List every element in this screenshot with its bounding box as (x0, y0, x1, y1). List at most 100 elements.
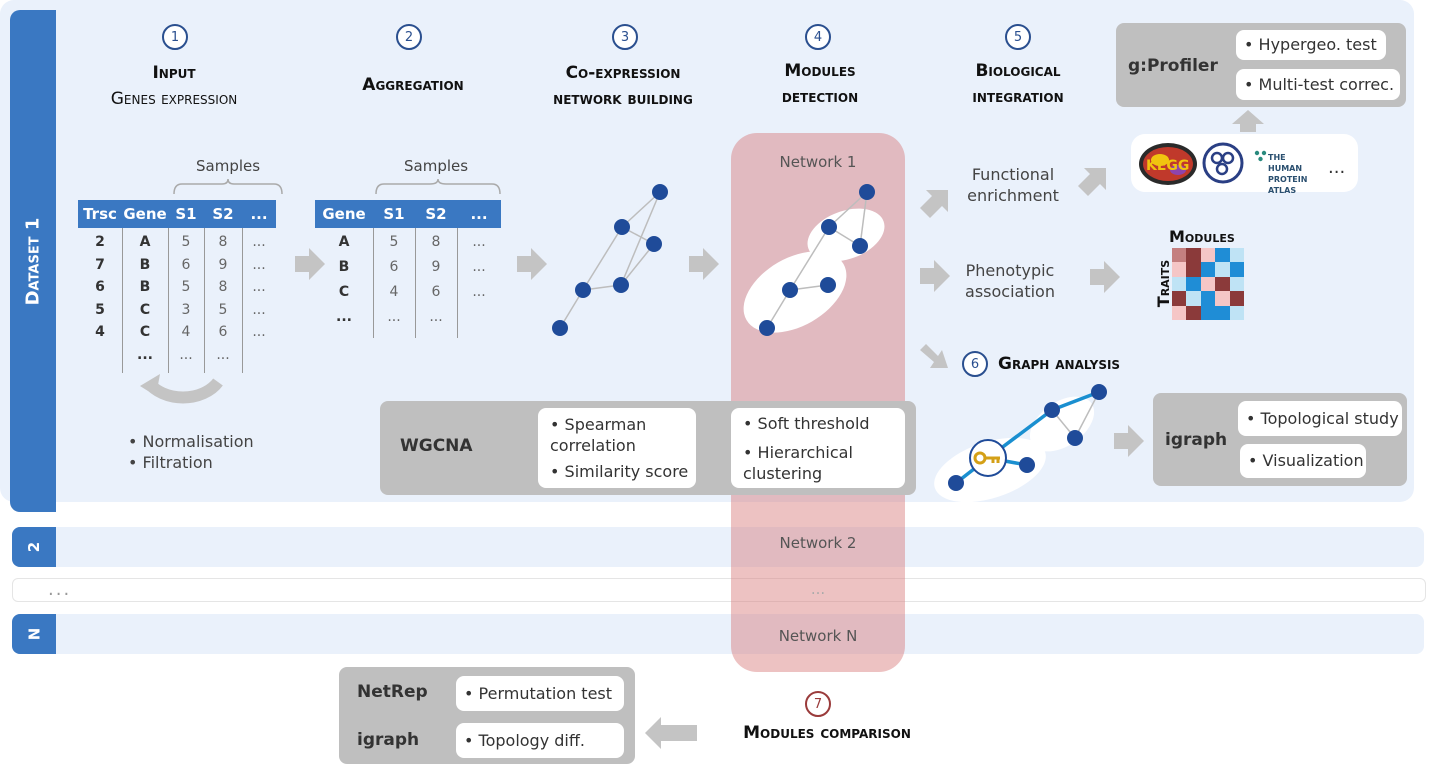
comparison-igraph-label: igraph (357, 730, 420, 750)
input-table-cell: ... (252, 234, 266, 250)
dataset-n-label: N (25, 627, 43, 641)
heatmap-cell (1215, 248, 1230, 263)
step-5-title-text: Biological (975, 61, 1061, 81)
agg-table-header-cell: ... (457, 200, 501, 228)
agg-table-cell: ... (472, 284, 486, 300)
agg-table-column-divider (457, 228, 458, 338)
agg-table-header-cell: S1 (373, 200, 415, 228)
agg-samples-brace (375, 178, 501, 195)
heatmap-cell (1229, 291, 1244, 306)
heatmap-cell (1172, 305, 1187, 320)
igraph-visualization-row: • Visualization (1248, 451, 1364, 470)
network-ellipsis: ... (810, 580, 826, 598)
heatmap-cell (1215, 276, 1230, 292)
network-1-label: Network 1 (779, 153, 857, 171)
wgcna-spearman-text: Spearman correlation (550, 415, 647, 455)
step-1-number: 1 (162, 24, 188, 50)
network-n-label: Network N (778, 627, 858, 645)
comparison-netrep-label: NetRep (357, 682, 428, 702)
heatmap-cell (1229, 248, 1244, 263)
step-7-title: Modules comparison (743, 723, 911, 743)
step-1-title: Input Genes expression (84, 60, 264, 112)
input-table-header-cell: S2 (204, 200, 242, 228)
agg-table-cell: ... (472, 234, 486, 250)
input-table-cell: 6 (181, 256, 191, 273)
step-1-title-text: Input (152, 63, 196, 83)
input-table-cell: 5 (181, 234, 191, 250)
gprofiler-label: g:Profiler (1128, 56, 1218, 76)
comparison-item-permutation: • Permutation test (456, 676, 624, 711)
agg-table-cell: ... (387, 309, 401, 325)
wgcna-hierarchical-text: Hierarchical clustering (743, 443, 853, 483)
input-table-header-cell: S1 (168, 200, 204, 228)
igraph-analysis-label: igraph (1165, 430, 1228, 450)
kegg-logo-icon: KEGG (1139, 143, 1197, 185)
igraph-item-visualization: • Visualization (1240, 444, 1366, 478)
dataset-n-label-bar: N (12, 614, 56, 654)
input-table-cell: 6 (218, 324, 228, 340)
input-table-cell: A (139, 234, 151, 250)
input-table-cell: 6 (95, 279, 105, 295)
input-table-cell: ... (252, 301, 266, 318)
input-table-header-cell: Gene (122, 200, 168, 228)
heatmap-cell (1186, 291, 1201, 306)
wgcna-item-similarity: • Similarity score (550, 462, 689, 481)
reactome-logo-icon (1202, 142, 1244, 184)
step-2-number: 2 (396, 24, 422, 50)
input-table-cell: ... (137, 346, 153, 363)
dataset-2-strip (12, 527, 1424, 567)
step-4-number: 4 (805, 24, 831, 50)
input-table-column-divider (168, 228, 169, 373)
dataset-ellipsis-strip (12, 578, 1426, 602)
agg-table-cell: 9 (431, 259, 441, 275)
gprofiler-hypergeo-row: • Hypergeo. test (1244, 35, 1377, 54)
dataset-n-strip (12, 614, 1424, 654)
step-3-title-text: Co-expression (565, 63, 681, 83)
heatmap-cell (1186, 248, 1201, 263)
arrow-agg-to-network-icon (517, 248, 547, 280)
step-4-title-text: Modules (784, 61, 856, 81)
gprofiler-hypergeo-text: Hypergeo. test (1258, 35, 1377, 54)
agg-table-column-divider (415, 228, 416, 338)
arrow-to-igraph-icon (1114, 425, 1144, 457)
heatmap-cell (1229, 276, 1244, 292)
agg-table-column-divider (373, 228, 374, 338)
step-4-title: Modules detection (740, 58, 900, 110)
comparison-permutation-text: Permutation test (478, 684, 613, 703)
step-6-number: 6 (962, 351, 988, 377)
heatmap-cell (1229, 305, 1244, 320)
arrow-to-comparison-icon (645, 717, 697, 749)
gprofiler-item-hypergeo: • Hypergeo. test (1236, 30, 1386, 60)
input-table-cell: 4 (95, 324, 105, 340)
input-samples-label: Samples (196, 157, 261, 175)
arrow-input-to-agg-icon (295, 248, 325, 280)
heatmap-cell (1172, 276, 1187, 292)
input-table-cell: ... (216, 346, 230, 363)
wgcna-right-panel: • Soft threshold • Hierarchical clusteri… (731, 408, 905, 488)
wgcna-item-soft-threshold: • Soft threshold (743, 414, 870, 433)
key-icon (973, 451, 1000, 465)
modules-network-graph (743, 184, 885, 336)
gprofiler-multitest-row: • Multi-test correc. (1244, 75, 1395, 94)
preprocessing-normalisation: Normalisation (142, 432, 254, 451)
heatmap-cell (1215, 305, 1230, 320)
heatmap-cell (1229, 262, 1244, 277)
agg-table-cell: 5 (389, 234, 399, 250)
wgcna-left-panel: • Spearman correlation • Similarity scor… (538, 408, 696, 488)
input-table-cell: ... (252, 279, 266, 295)
input-table-header-cell: Trsc (78, 200, 122, 228)
coexpression-network-graph (552, 184, 668, 336)
arrow-graph-icon (920, 344, 948, 368)
protein-atlas-dots-icon (1254, 150, 1267, 162)
input-table-cell: 5 (95, 301, 105, 318)
input-table-cell: 4 (181, 324, 191, 340)
heatmap-cell (1215, 262, 1230, 277)
comparison-topology-text: Topology diff. (478, 731, 585, 750)
step-5-number: 5 (1005, 24, 1031, 50)
step-3-number: 3 (612, 24, 638, 50)
wgcna-soft-threshold-text: Soft threshold (757, 414, 870, 433)
comparison-item-topology: • Topology diff. (456, 723, 624, 758)
protein-atlas-logo: THE HUMAN PROTEIN ATLAS (1268, 153, 1308, 195)
heatmap-cell (1200, 291, 1216, 306)
heatmap-modules-label: Modules (1169, 227, 1235, 246)
